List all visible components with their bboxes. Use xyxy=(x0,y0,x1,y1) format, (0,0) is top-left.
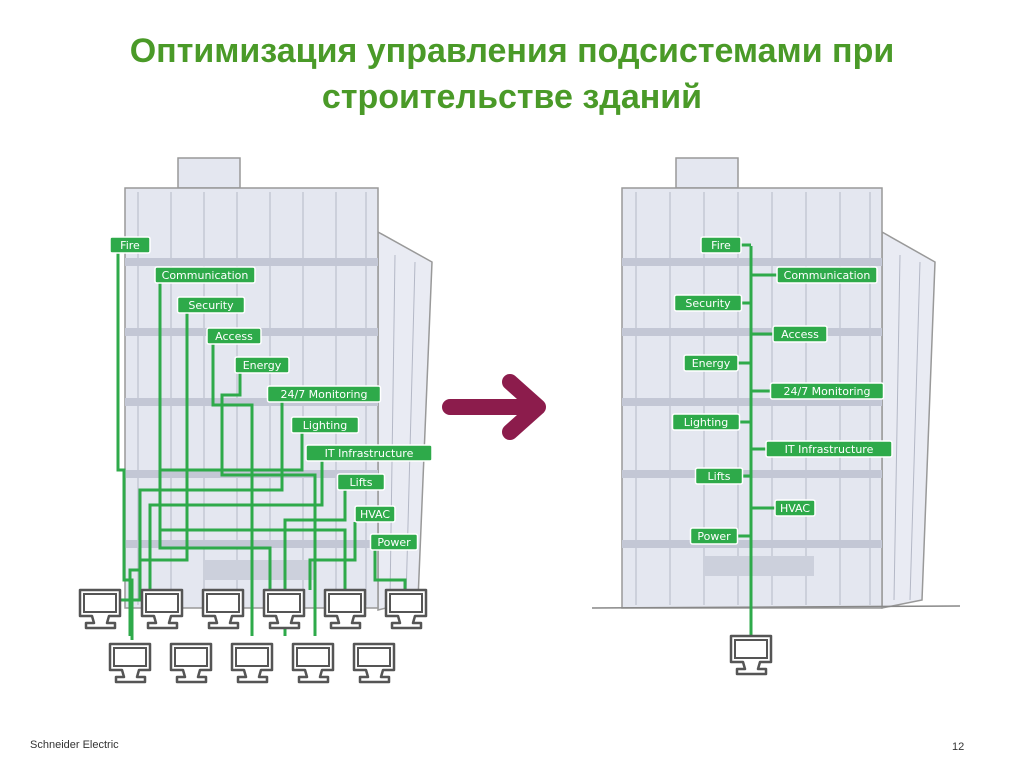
tag-energy-before: Energy xyxy=(234,356,290,374)
page-number: 12 xyxy=(952,741,965,753)
tag-lifts-after: Lifts xyxy=(694,467,744,485)
computer-terminal-icon xyxy=(729,634,773,676)
wire-hvac xyxy=(308,522,357,590)
wire-lifts xyxy=(283,490,347,636)
tag-fire-after: Fire xyxy=(700,236,742,254)
tag-power-after: Power xyxy=(689,527,739,545)
computer-terminal-icon xyxy=(291,642,335,684)
tag-24-7-monitoring-after: 24/7 Monitoring xyxy=(769,382,885,400)
tag-label: Energy xyxy=(243,359,282,372)
tag-it-infrastructure-before: IT Infrastructure xyxy=(305,444,433,462)
tag-label: IT Infrastructure xyxy=(785,443,874,456)
wire-fire xyxy=(116,253,134,640)
tag-label: 24/7 Monitoring xyxy=(783,385,870,398)
tag-label: 24/7 Monitoring xyxy=(280,388,367,401)
tag-label: HVAC xyxy=(780,502,810,515)
slide-title: Оптимизация управления подсистемами при … xyxy=(40,28,984,120)
tag-label: Security xyxy=(685,297,731,310)
terminals-after xyxy=(729,634,773,676)
tag-hvac-before: HVAC xyxy=(354,505,396,523)
tag-lighting-after: Lighting xyxy=(671,413,741,431)
tag-communication-after: Communication xyxy=(776,266,878,284)
tag-it-infrastructure-after: IT Infrastructure xyxy=(765,440,893,458)
tag-24-7-monitoring-before: 24/7 Monitoring xyxy=(266,385,382,403)
tag-fire-before: Fire xyxy=(109,236,151,254)
tag-access-before: Access xyxy=(206,327,262,345)
tag-label: Lighting xyxy=(684,416,728,429)
tag-lighting-before: Lighting xyxy=(290,416,360,434)
footer-company: Schneider Electric xyxy=(30,739,119,751)
wire-communication xyxy=(158,283,272,610)
tag-label: Fire xyxy=(711,239,731,252)
tag-label: Access xyxy=(781,328,819,341)
computer-terminal-icon xyxy=(384,588,428,630)
right-arrow-icon xyxy=(442,374,546,440)
tag-power-before: Power xyxy=(369,533,419,551)
separate-wiring xyxy=(98,253,407,640)
tag-label: Fire xyxy=(120,239,140,252)
tag-label: HVAC xyxy=(360,508,390,521)
wire-access xyxy=(211,343,254,636)
wire-lighting xyxy=(158,433,347,600)
computer-terminal-icon xyxy=(78,588,122,630)
wire-it-infrastructure xyxy=(148,461,324,595)
tag-access-after: Access xyxy=(772,325,828,343)
tag-security-after: Security xyxy=(673,294,743,312)
tag-hvac-after: HVAC xyxy=(774,499,816,517)
tag-label: Energy xyxy=(692,357,731,370)
computer-terminal-icon xyxy=(201,588,245,630)
tag-label: Communication xyxy=(784,269,871,282)
tag-label: Lifts xyxy=(350,476,373,489)
title-line-1: Оптимизация управления подсистемами при xyxy=(129,32,895,70)
tag-label: Communication xyxy=(162,269,249,282)
tag-label: Power xyxy=(697,530,731,543)
computer-terminal-icon xyxy=(230,642,274,684)
computer-terminal-icon xyxy=(169,642,213,684)
title-line-2: строительстве зданий xyxy=(321,78,703,116)
computer-terminal-icon xyxy=(262,588,306,630)
tag-label: IT Infrastructure xyxy=(325,447,414,460)
wire-energy xyxy=(220,373,317,636)
tag-label: Lifts xyxy=(708,470,731,483)
computer-terminal-icon xyxy=(352,642,396,684)
tag-communication-before: Communication xyxy=(154,266,256,284)
tag-label: Security xyxy=(188,299,234,312)
tag-label: Access xyxy=(215,330,253,343)
tag-security-before: Security xyxy=(176,296,246,314)
computer-terminal-icon xyxy=(108,642,152,684)
tag-label: Lighting xyxy=(303,419,347,432)
tag-label: Power xyxy=(377,536,411,549)
wire-24-7-monitoring xyxy=(128,402,284,636)
tag-lifts-before: Lifts xyxy=(336,473,386,491)
computer-terminal-icon xyxy=(323,588,367,630)
computer-terminal-icon xyxy=(140,588,184,630)
tag-energy-after: Energy xyxy=(683,354,739,372)
